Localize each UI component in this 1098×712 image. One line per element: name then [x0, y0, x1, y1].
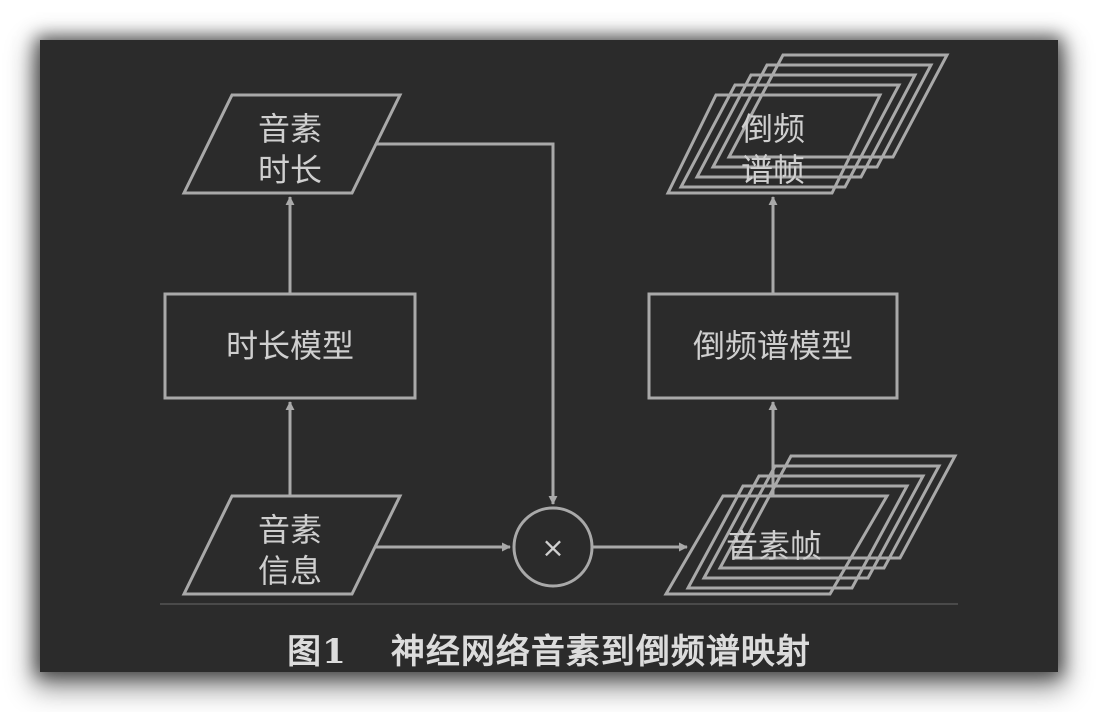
phoneme-duration-label-line1: 音素	[258, 110, 322, 148]
phoneme-duration-label-line2: 时长	[258, 151, 322, 189]
multiply-symbol: ×	[541, 531, 564, 564]
cepstrum-model-label: 倒频谱模型	[693, 327, 853, 365]
duration-model-label: 时长模型	[226, 327, 354, 365]
phoneme-frames-stack	[663, 454, 958, 596]
figure-caption: 图1 神经网络音素到倒频谱映射	[40, 624, 1058, 673]
phoneme-info-shape	[181, 494, 403, 596]
figure-title: 神经网络音素到倒频谱映射	[390, 632, 811, 672]
phoneme-duration-shape	[181, 93, 403, 195]
phoneme-frames-label: 音素帧	[726, 527, 822, 565]
cepstrum-frames-stack	[665, 53, 950, 195]
arrow-duration-to-multiply	[376, 142, 558, 505]
phoneme-info-label-line1: 音素	[258, 511, 322, 549]
phoneme-info-label-line2: 信息	[258, 552, 322, 590]
cepstrum-frames-label-line1: 倒频	[741, 110, 805, 148]
figure-number: 图1	[287, 632, 347, 672]
cepstrum-frames-label-line2: 谱帧	[741, 151, 805, 189]
